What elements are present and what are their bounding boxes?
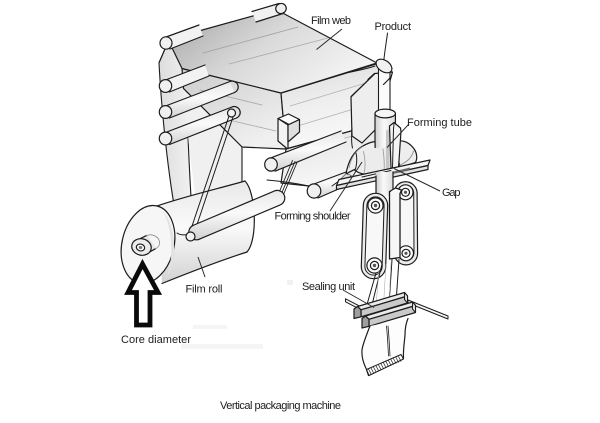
svg-text:Core diameter: Core diameter — [121, 334, 191, 346]
svg-text:Vertical packaging machine: Vertical packaging machine — [220, 400, 341, 412]
svg-text:Sealing unit: Sealing unit — [302, 281, 355, 293]
svg-text:Product: Product — [375, 21, 412, 33]
svg-text:Forming tube: Forming tube — [407, 117, 472, 129]
svg-text:Film web: Film web — [311, 15, 351, 27]
svg-text:Forming shoulder: Forming shoulder — [275, 211, 351, 223]
svg-text:Gap: Gap — [442, 187, 461, 199]
svg-text:Film roll: Film roll — [186, 284, 223, 296]
